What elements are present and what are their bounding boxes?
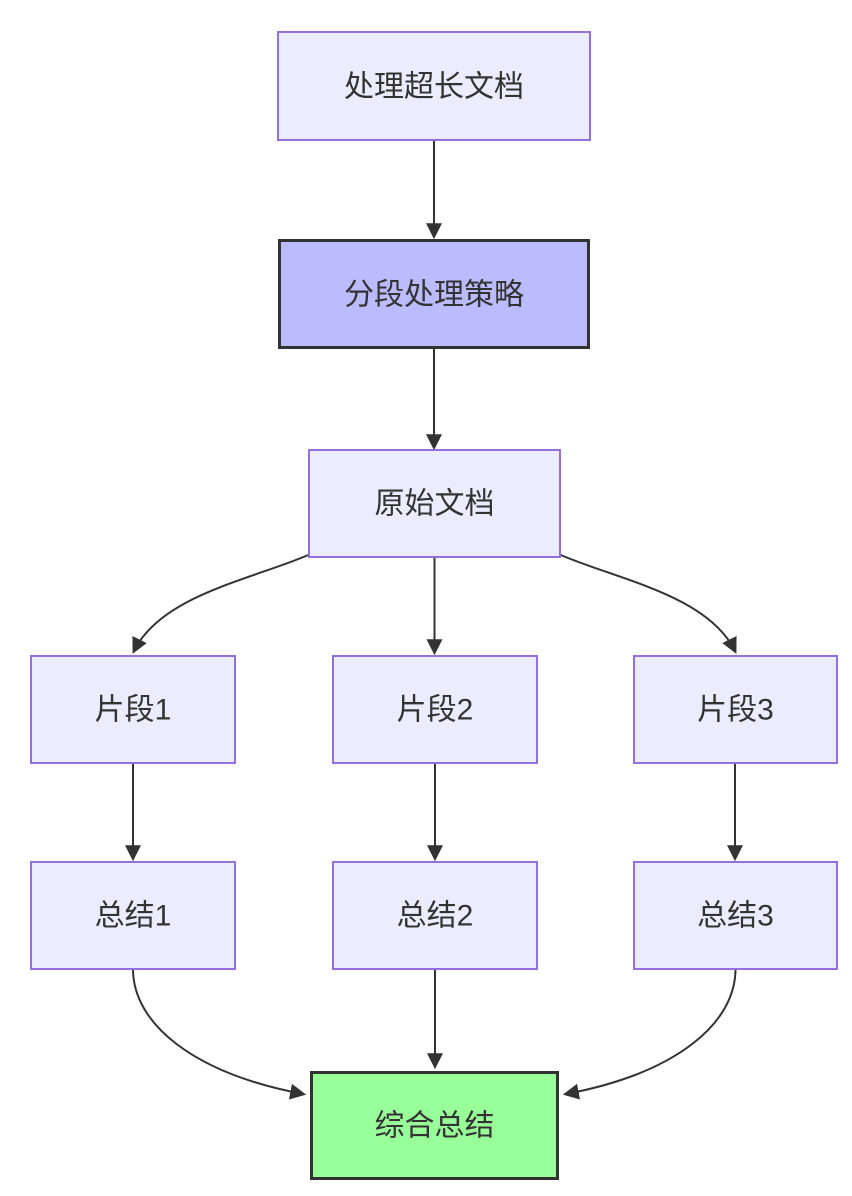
edge-source-fragment3 [555,552,737,654]
edge-summary1-final [132,968,307,1100]
edge-source-fragment1 [132,552,314,654]
node-strategy-label: 分段处理策略 [344,279,524,312]
node-fragment-3-label: 片段3 [697,694,774,727]
node-summary-2-label: 总结2 [397,900,474,933]
node-summary-3: 总结3 [633,861,838,970]
node-fragment-1-box [30,655,236,764]
node-task: 处理超长文档 [277,31,591,141]
node-summary-1-label: 总结1 [95,900,172,933]
edge-summary3-final [562,968,737,1100]
node-fragment-1-label: 片段1 [95,694,172,727]
node-task-label: 处理超长文档 [344,71,524,104]
node-fragment-3-box [633,655,838,764]
node-layer: 处理超长文档 分段处理策略 原始文档 片段1 片段2 片段3 [30,31,838,1180]
node-final-summary-label: 综合总结 [375,1110,495,1143]
node-fragment-2: 片段2 [332,655,538,764]
node-source-doc: 原始文档 [308,449,561,558]
node-task-box [277,31,591,141]
node-summary-3-box [633,861,838,970]
node-fragment-2-label: 片段2 [397,694,474,727]
node-summary-3-label: 总结3 [697,900,774,933]
node-strategy: 分段处理策略 [278,239,590,349]
edge-layer [125,140,743,1100]
node-source-doc-box [308,449,561,558]
node-summary-2-box [332,861,538,970]
node-strategy-box [278,239,590,349]
node-fragment-3: 片段3 [633,655,838,764]
node-final-summary-box [310,1071,559,1180]
node-summary-1: 总结1 [30,861,236,970]
node-final-summary: 综合总结 [310,1071,559,1180]
node-summary-2: 总结2 [332,861,538,970]
node-summary-1-box [30,861,236,970]
node-source-doc-label: 原始文档 [375,488,495,521]
node-fragment-1: 片段1 [30,655,236,764]
node-fragment-2-box [332,655,538,764]
